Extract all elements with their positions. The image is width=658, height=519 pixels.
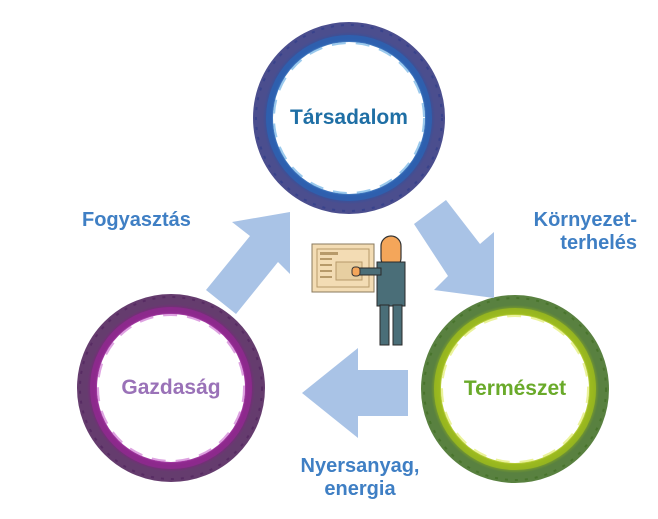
edge-label-environmental-load: Környezet- terhelés [509,209,637,255]
node-label-nature: Természet [464,377,566,401]
edge-label-consumption: Fogyasztás [82,209,191,232]
consumption-label-text: Fogyasztás [82,209,191,231]
node-label-economy: Gazdaság [121,376,220,400]
economy-label-text: Gazdaság [121,376,220,399]
raw-materials-line-2: energia [270,478,450,501]
nature-label-text: Természet [464,377,566,400]
arrow-economy-to-society [206,212,290,314]
arrow-society-to-nature [414,200,494,298]
person-holding-certificate-icon [312,236,405,345]
raw-materials-line-1: Nyersanyag, [270,455,450,478]
society-label-text: Társadalom [290,106,408,129]
env-load-line-2: terhelés [509,232,637,255]
edge-label-raw-materials: Nyersanyag, energia [270,455,450,501]
arrow-nature-to-economy [302,348,408,438]
node-label-society: Társadalom [290,106,408,130]
env-load-line-1: Környezet- [509,209,637,232]
